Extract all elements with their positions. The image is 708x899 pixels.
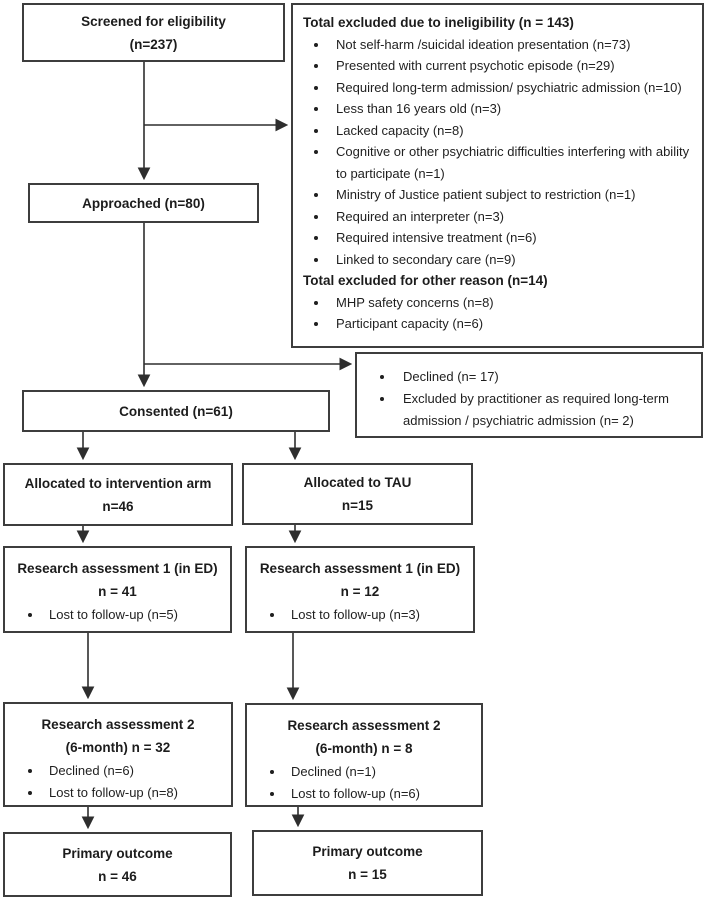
ra2-intervention-list: Declined (n=6) Lost to follow-up (n=8) bbox=[5, 760, 231, 804]
excluded-item: Required an interpreter (n=3) bbox=[329, 206, 696, 228]
ra1-intervention-n: n = 41 bbox=[98, 584, 137, 599]
excluded-item: Required long-term admission/ psychiatri… bbox=[329, 77, 696, 99]
excluded-title-ineligibility: Total excluded due to ineligibility (n =… bbox=[303, 15, 574, 30]
ra2-tau-item: Declined (n=1) bbox=[285, 761, 481, 783]
excluded-box: Total excluded due to ineligibility (n =… bbox=[291, 3, 704, 348]
ra1-tau-item: Lost to follow-up (n=3) bbox=[285, 604, 473, 626]
declined-box: Declined (n= 17) Excluded by practitione… bbox=[355, 352, 703, 438]
ra2-intervention-item: Declined (n=6) bbox=[43, 760, 231, 782]
primary-outcome-intervention-title: Primary outcome bbox=[62, 845, 173, 861]
allocated-intervention-n: n=46 bbox=[102, 498, 134, 514]
allocated-intervention-title: Allocated to intervention arm bbox=[24, 475, 212, 491]
research-assessment1-tau-box: Research assessment 1 (in ED) n = 12 Los… bbox=[245, 546, 475, 633]
allocated-tau-n: n=15 bbox=[341, 498, 374, 513]
ra2-intervention-item: Lost to follow-up (n=8) bbox=[43, 782, 231, 804]
allocated-tau-title: Allocated to TAU bbox=[303, 475, 412, 490]
ra2-tau-title: Research assessment 2 (6-month) n = 8 bbox=[287, 718, 441, 756]
primary-outcome-tau-title: Primary outcome bbox=[312, 844, 423, 859]
primary-outcome-tau-box: Primary outcome n = 15 bbox=[252, 830, 483, 896]
excluded-item: Presented with current psychotic episode… bbox=[329, 55, 696, 77]
allocated-intervention-box: Allocated to intervention arm n=46 bbox=[3, 463, 233, 526]
excluded-ineligibility-list: Not self-harm /suicidal ideation present… bbox=[303, 34, 696, 271]
declined-item: Excluded by practitioner as required lon… bbox=[395, 388, 693, 432]
excluded-title-other-reason: Total excluded for other reason (n=14) bbox=[303, 273, 548, 288]
excluded-other-reason-list: MHP safety concerns (n=8) Participant ca… bbox=[303, 292, 696, 335]
allocated-tau-box: Allocated to TAU n=15 bbox=[242, 463, 473, 525]
declined-item: Declined (n= 17) bbox=[395, 366, 693, 388]
excluded-item: Required intensive treatment (n=6) bbox=[329, 227, 696, 249]
ra1-intervention-list: Lost to follow-up (n=5) bbox=[5, 604, 230, 626]
primary-outcome-intervention-box: Primary outcome n = 46 bbox=[3, 832, 232, 897]
screened-box: Screened for eligibility (n=237) bbox=[22, 3, 285, 62]
declined-list: Declined (n= 17) Excluded by practitione… bbox=[363, 366, 693, 432]
excluded-item: Not self-harm /suicidal ideation present… bbox=[329, 34, 696, 56]
ra2-intervention-title: Research assessment 2 (6-month) n = 32 bbox=[41, 717, 195, 755]
excluded-item: Less than 16 years old (n=3) bbox=[329, 98, 696, 120]
ra2-tau-list: Declined (n=1) Lost to follow-up (n=6) bbox=[247, 761, 481, 805]
approached-title: Approached (n=80) bbox=[82, 195, 205, 211]
screened-n: (n=237) bbox=[129, 36, 178, 52]
research-assessment2-intervention-box: Research assessment 2 (6-month) n = 32 D… bbox=[3, 702, 233, 807]
excluded-item: Lacked capacity (n=8) bbox=[329, 120, 696, 142]
screened-title: Screened for eligibility bbox=[81, 13, 226, 29]
ra1-intervention-item: Lost to follow-up (n=5) bbox=[43, 604, 230, 626]
excluded-item: MHP safety concerns (n=8) bbox=[329, 292, 696, 314]
excluded-item: Cognitive or other psychiatric difficult… bbox=[329, 141, 696, 184]
excluded-item: Linked to secondary care (n=9) bbox=[329, 249, 696, 271]
research-assessment2-tau-box: Research assessment 2 (6-month) n = 8 De… bbox=[245, 703, 483, 807]
consented-box: Consented (n=61) bbox=[22, 390, 330, 432]
ra1-intervention-title: Research assessment 1 (in ED) bbox=[17, 561, 218, 576]
ra1-tau-n: n = 12 bbox=[340, 584, 380, 599]
ra2-tau-item: Lost to follow-up (n=6) bbox=[285, 783, 481, 805]
excluded-item: Ministry of Justice patient subject to r… bbox=[329, 184, 696, 206]
primary-outcome-intervention-n: n = 46 bbox=[98, 868, 137, 884]
ra1-tau-title: Research assessment 1 (in ED) bbox=[259, 561, 461, 576]
ra1-tau-list: Lost to follow-up (n=3) bbox=[247, 604, 473, 626]
excluded-item: Participant capacity (n=6) bbox=[329, 313, 696, 335]
primary-outcome-tau-n: n = 15 bbox=[348, 867, 387, 882]
consented-title: Consented (n=61) bbox=[119, 403, 233, 419]
research-assessment1-intervention-box: Research assessment 1 (in ED) n = 41 Los… bbox=[3, 546, 232, 633]
approached-box: Approached (n=80) bbox=[28, 183, 259, 223]
